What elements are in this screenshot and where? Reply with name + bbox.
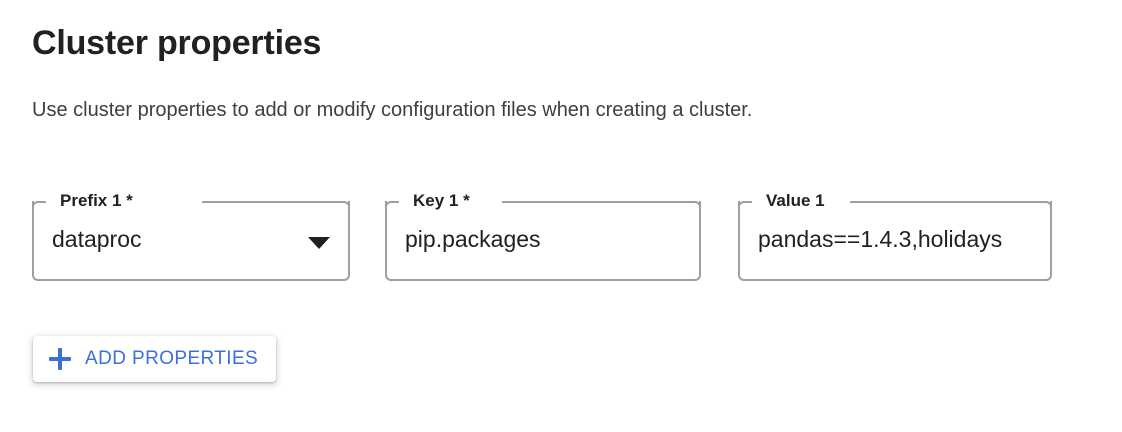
add-properties-button-label: ADD PROPERTIES xyxy=(85,348,259,369)
key-field[interactable]: Key 1 * pip.packages xyxy=(385,190,701,281)
prefix-field-value[interactable]: dataproc xyxy=(52,226,142,252)
page-title: Cluster properties xyxy=(32,24,322,62)
key-field-label: Key 1 * xyxy=(407,190,476,212)
add-properties-button[interactable]: ADD PROPERTIES xyxy=(33,336,277,382)
value-field-value[interactable]: pandas==1.4.3,holidays xyxy=(758,226,1003,252)
plus-icon xyxy=(49,348,71,370)
chevron-down-icon[interactable] xyxy=(308,237,330,249)
page-description: Use cluster properties to add or modify … xyxy=(32,99,753,121)
value-field-label: Value 1 xyxy=(760,190,831,212)
prefix-field-label: Prefix 1 * xyxy=(54,190,139,212)
prefix-field[interactable]: Prefix 1 * dataproc xyxy=(32,190,350,281)
value-field[interactable]: Value 1 pandas==1.4.3,holidays xyxy=(738,190,1052,281)
key-field-value[interactable]: pip.packages xyxy=(405,226,541,252)
